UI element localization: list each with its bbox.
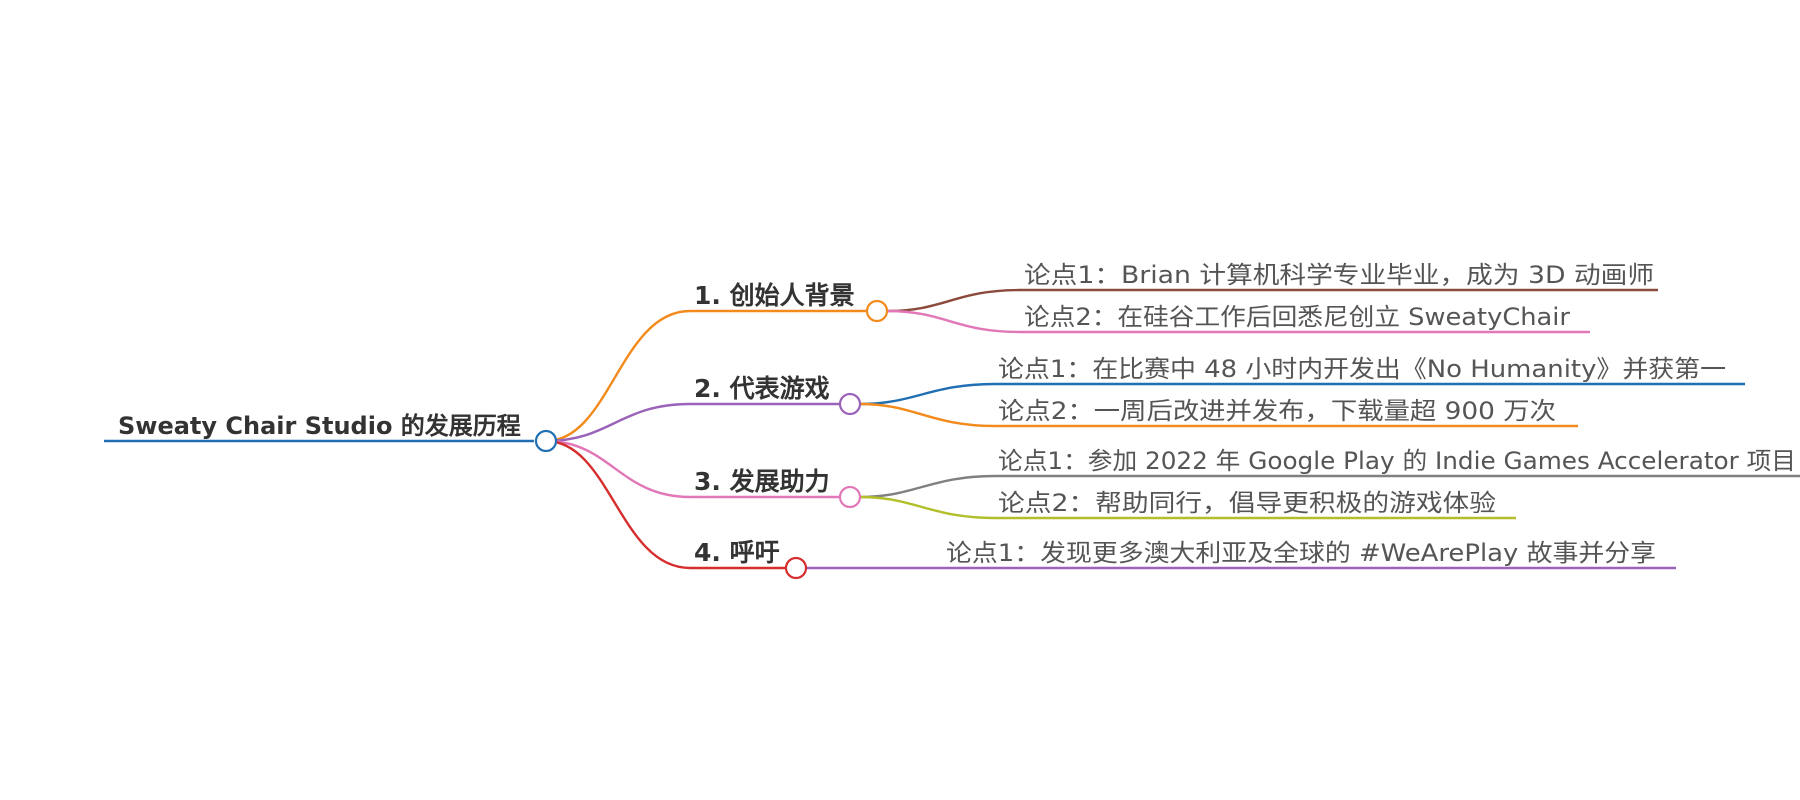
link-branch-2-to-leaf-1 <box>859 382 996 406</box>
leaf-label: 论点1：发现更多澳大利亚及全球的 #WeArePlay 故事并分享 <box>946 539 1656 567</box>
branch-2-expand-toggle[interactable] <box>838 392 862 416</box>
link-branch-1-to-leaf-1 <box>886 288 1021 313</box>
branch-1-expand-toggle[interactable] <box>865 299 889 323</box>
leaf-label: 论点1：Brian 计算机科学专业毕业，成为 3D 动画师 <box>1024 261 1654 289</box>
branch-2-title: 2. 代表游戏 <box>694 374 830 403</box>
link-branch-3-to-leaf-1 <box>859 474 996 499</box>
root-node[interactable]: Sweaty Chair Studio 的发展历程 <box>104 412 558 453</box>
branch-4-title: 4. 呼吁 <box>694 538 780 567</box>
link-root-to-branch-4 <box>545 439 691 570</box>
branch-node-2[interactable]: 2. 代表游戏 <box>690 374 862 416</box>
link-root-to-branch-2 <box>545 402 691 443</box>
leaf-node-branch-1-point-2[interactable]: 论点2：在硅谷工作后回悉尼创立 SweatyChair <box>1020 303 1590 334</box>
leaf-node-branch-4-point-1[interactable]: 论点1：发现更多澳大利亚及全球的 #WeArePlay 故事并分享 <box>945 539 1676 570</box>
link-root-to-branch-1 <box>545 309 691 443</box>
branch-3-title: 3. 发展助力 <box>694 467 830 496</box>
root-expand-toggle[interactable] <box>534 429 558 453</box>
link-branch-3-to-leaf-2 <box>859 495 996 520</box>
leaf-node-branch-1-point-1[interactable]: 论点1：Brian 计算机科学专业毕业，成为 3D 动画师 <box>1020 261 1658 292</box>
branch-3-expand-toggle[interactable] <box>838 485 862 509</box>
leaf-node-branch-2-point-1[interactable]: 论点1：在比赛中 48 小时内开发出《No Humanity》并获第一 <box>995 355 1745 386</box>
leaf-label: 论点2：一周后改进并发布，下载量超 900 万次 <box>998 397 1556 425</box>
branch-node-3[interactable]: 3. 发展助力 <box>690 467 862 509</box>
link-branch-1-to-leaf-2 <box>886 309 1021 334</box>
leaf-node-branch-3-point-2[interactable]: 论点2：帮助同行，倡导更积极的游戏体验 <box>995 489 1516 520</box>
branch-node-1[interactable]: 1. 创始人背景 <box>690 281 889 323</box>
root-title: Sweaty Chair Studio 的发展历程 <box>118 412 521 440</box>
branch-4-expand-toggle[interactable] <box>784 556 808 580</box>
link-root-to-branch-3 <box>545 439 691 499</box>
leaf-label: 论点1：参加 2022 年 Google Play 的 Indie Games … <box>998 447 1796 475</box>
leaf-label: 论点1：在比赛中 48 小时内开发出《No Humanity》并获第一 <box>998 355 1726 383</box>
leaf-label: 论点2：在硅谷工作后回悉尼创立 SweatyChair <box>1024 303 1570 331</box>
leaf-node-branch-3-point-1[interactable]: 论点1：参加 2022 年 Google Play 的 Indie Games … <box>995 447 1800 478</box>
link-branch-2-to-leaf-2 <box>859 402 996 428</box>
leaf-label: 论点2：帮助同行，倡导更积极的游戏体验 <box>998 489 1496 517</box>
branch-1-title: 1. 创始人背景 <box>694 281 855 310</box>
branch-node-4[interactable]: 4. 呼吁 <box>690 538 808 580</box>
leaf-node-branch-2-point-2[interactable]: 论点2：一周后改进并发布，下载量超 900 万次 <box>995 397 1578 428</box>
connector-links <box>545 288 1021 570</box>
